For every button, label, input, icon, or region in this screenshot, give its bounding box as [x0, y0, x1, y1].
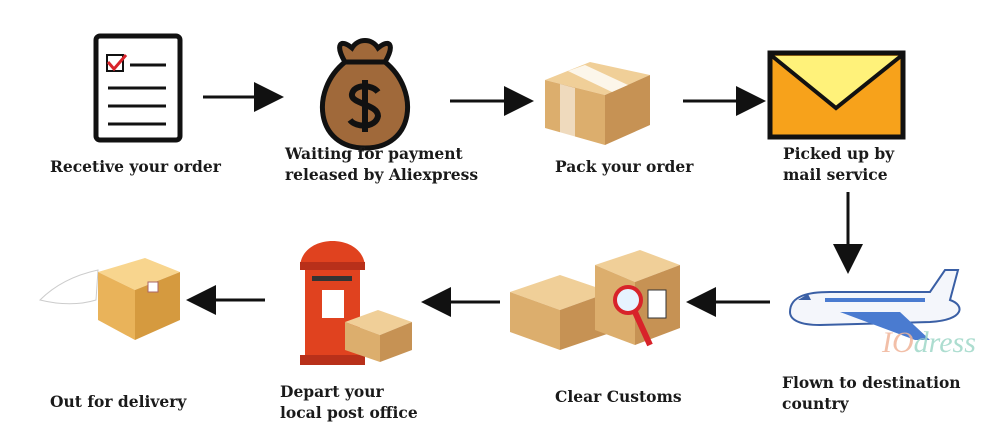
post-box-icon [300, 241, 412, 365]
step-label-picked-up: Picked up by mail service [783, 143, 894, 185]
checklist-icon [93, 33, 183, 143]
step-label-clear-customs: Clear Customs [555, 386, 682, 407]
flying-box-icon [39, 258, 180, 340]
envelope-icon [767, 50, 906, 140]
watermark-prefix: IO [882, 326, 914, 359]
label-line: Out for delivery [50, 392, 187, 411]
airplane-icon [788, 269, 961, 340]
label-line: released by Aliexpress [285, 165, 479, 184]
iodress-watermark: IOdress [882, 326, 976, 360]
package-icon [545, 62, 650, 145]
label-line: Recetive your order [50, 157, 221, 176]
money-bag-icon [320, 38, 410, 151]
label-line: Pack your order [555, 157, 694, 176]
step-label-receive-order: Recetive your order [50, 156, 221, 177]
label-line: Depart your [280, 382, 384, 401]
watermark-rest: dress [913, 326, 976, 359]
step-label-waiting-payment: Waiting for payment released by Aliexpres… [285, 143, 478, 185]
step-label-depart-post-office: Depart your local post office [280, 381, 418, 423]
label-line: Waiting for payment [285, 144, 463, 163]
customs-boxes-icon [510, 250, 680, 350]
label-line: mail service [783, 165, 888, 184]
step-label-out-for-delivery: Out for delivery [50, 391, 186, 412]
step-label-pack-order: Pack your order [555, 156, 693, 177]
label-line: Picked up by [783, 144, 895, 163]
label-line: country [782, 394, 849, 413]
step-label-flown: Flown to destination country [782, 372, 961, 414]
label-line: Flown to destination [782, 373, 961, 392]
label-line: Clear Customs [555, 387, 682, 406]
label-line: local post office [280, 403, 418, 422]
